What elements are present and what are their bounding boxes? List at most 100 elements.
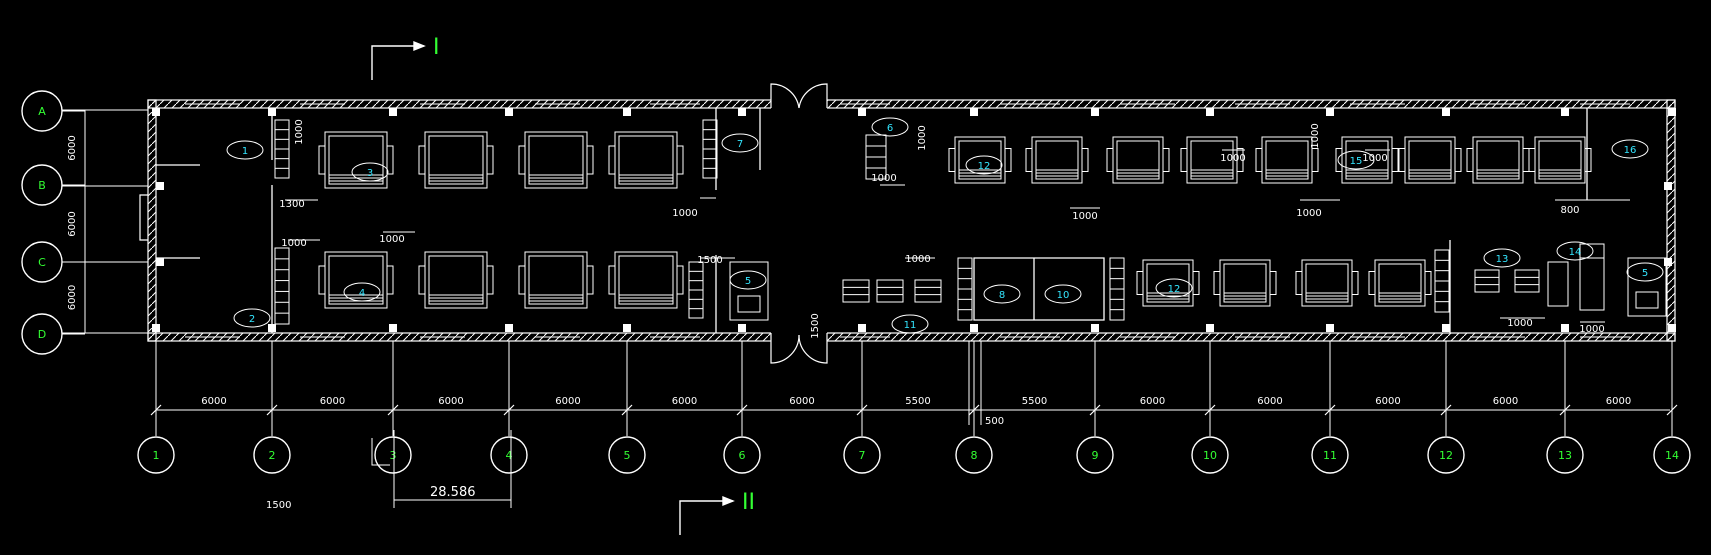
machine-unit [1180, 136, 1244, 184]
svg-text:D: D [38, 328, 46, 341]
svg-text:12: 12 [978, 161, 991, 172]
column-spacing-label: 6000 [1375, 396, 1400, 407]
svg-text:1: 1 [242, 146, 248, 157]
interior-partitions [156, 108, 1588, 333]
column-spacing-label: 6000 [320, 396, 345, 407]
local-dimension-label: 1500 [697, 255, 722, 266]
equipment-tag-14: 14 [1556, 241, 1594, 261]
svg-text:8: 8 [971, 449, 978, 462]
svg-text:1: 1 [153, 449, 160, 462]
wall-gap-label: 500 [985, 416, 1004, 427]
local-dimension-label: 1300 [279, 199, 304, 210]
entrance-door-top[interactable] [770, 83, 828, 109]
machine-unit [1335, 136, 1399, 184]
equipment-tag-7: 7 [721, 133, 759, 153]
column-spacing-label: 6000 [789, 396, 814, 407]
svg-text:10: 10 [1057, 290, 1070, 301]
column-axis-8: 8 [955, 404, 993, 474]
column-axis-4: 4 [490, 404, 528, 474]
equipment-tag-3: 3 [351, 162, 389, 182]
row-axis-C: C [21, 241, 85, 283]
svg-text:A: A [38, 105, 46, 118]
svg-text:6: 6 [739, 449, 746, 462]
control-cabinet [729, 261, 769, 321]
column-axis-3: 3 [374, 404, 412, 474]
equipment-tag-5: 5 [1626, 262, 1664, 282]
machine-unit [318, 251, 394, 309]
section-mark-top [371, 40, 426, 80]
machine-unit [948, 136, 1012, 184]
column-axis-13: 13 [1546, 404, 1584, 474]
section-label-top: I [433, 35, 440, 60]
machine-unit [518, 131, 594, 189]
row-spacing-label: 6000 [67, 285, 78, 310]
svg-text:B: B [38, 179, 46, 192]
column-spacing-label: 6000 [438, 396, 463, 407]
column-axis-1: 1 [137, 404, 175, 474]
machine-unit [1255, 136, 1319, 184]
svg-text:7: 7 [737, 139, 743, 150]
rack-unit [1109, 257, 1125, 321]
svg-text:4: 4 [506, 449, 513, 462]
machine-unit [1368, 259, 1432, 307]
machine-unit [608, 131, 684, 189]
side-door-left[interactable] [139, 194, 148, 241]
equipment-layout [274, 119, 1667, 325]
svg-text:3: 3 [367, 168, 373, 179]
local-dimension-label: 1000 [905, 254, 930, 265]
svg-text:14: 14 [1665, 449, 1679, 462]
svg-text:5: 5 [624, 449, 631, 462]
local-dimension-label: 1000 [672, 208, 697, 219]
row-spacing-label: 6000 [67, 135, 78, 160]
local-dimension-label: 800 [1560, 205, 1579, 216]
control-cabinet [1627, 257, 1667, 317]
unit-14 [1547, 243, 1605, 311]
equipment-tag-16: 16 [1611, 139, 1649, 159]
machine-unit [1528, 136, 1592, 184]
local-dimension-label: 1500 [810, 313, 821, 338]
column-spacing-label: 6000 [1140, 396, 1165, 407]
svg-text:8: 8 [999, 290, 1005, 301]
rack-unit [865, 134, 887, 180]
column-axis-2: 2 [253, 404, 291, 474]
machine-unit [418, 131, 494, 189]
column-axis-5: 5 [608, 404, 646, 474]
local-dimension-label: 1000 [1507, 318, 1532, 329]
rack-unit [274, 247, 290, 325]
structural-columns [152, 108, 1676, 332]
machine-unit [1025, 136, 1089, 184]
wall-gap-dimension [968, 341, 982, 425]
svg-text:2: 2 [269, 449, 276, 462]
local-dimension-label: 1000 [281, 238, 306, 249]
entrance-door-bottom[interactable] [770, 333, 828, 364]
rack-unit [702, 119, 718, 179]
machine-unit [608, 251, 684, 309]
svg-text:5: 5 [1642, 268, 1648, 279]
equipment-tag-13: 13 [1483, 248, 1521, 268]
svg-text:3: 3 [390, 449, 397, 462]
rack-unit [1474, 269, 1500, 293]
svg-text:6: 6 [887, 123, 893, 134]
row-spacing-label: 6000 [67, 211, 78, 236]
local-dimension-label: 1000 [1072, 211, 1097, 222]
row-axis-bubbles: A B C D [21, 90, 85, 355]
local-dimension-label: 1000 [1310, 123, 1321, 148]
svg-text:4: 4 [359, 288, 365, 299]
column-spacing-label: 5500 [1022, 396, 1047, 407]
machine-unit [1466, 136, 1530, 184]
equipment-tag-2: 2 [233, 308, 271, 328]
column-spacing-label: 6000 [201, 396, 226, 407]
equipment-tag-15: 15 [1337, 150, 1375, 170]
local-dimension-label: 1000 [379, 234, 404, 245]
svg-text:13: 13 [1558, 449, 1572, 462]
svg-text:2: 2 [249, 314, 255, 325]
machine-unit [518, 251, 594, 309]
equipment-tag-11: 11 [891, 314, 929, 334]
equipment-tag-5: 5 [729, 270, 767, 290]
svg-text:C: C [38, 256, 46, 269]
local-dimension-label: 1000 [1296, 208, 1321, 219]
column-spacing-label: 5500 [905, 396, 930, 407]
